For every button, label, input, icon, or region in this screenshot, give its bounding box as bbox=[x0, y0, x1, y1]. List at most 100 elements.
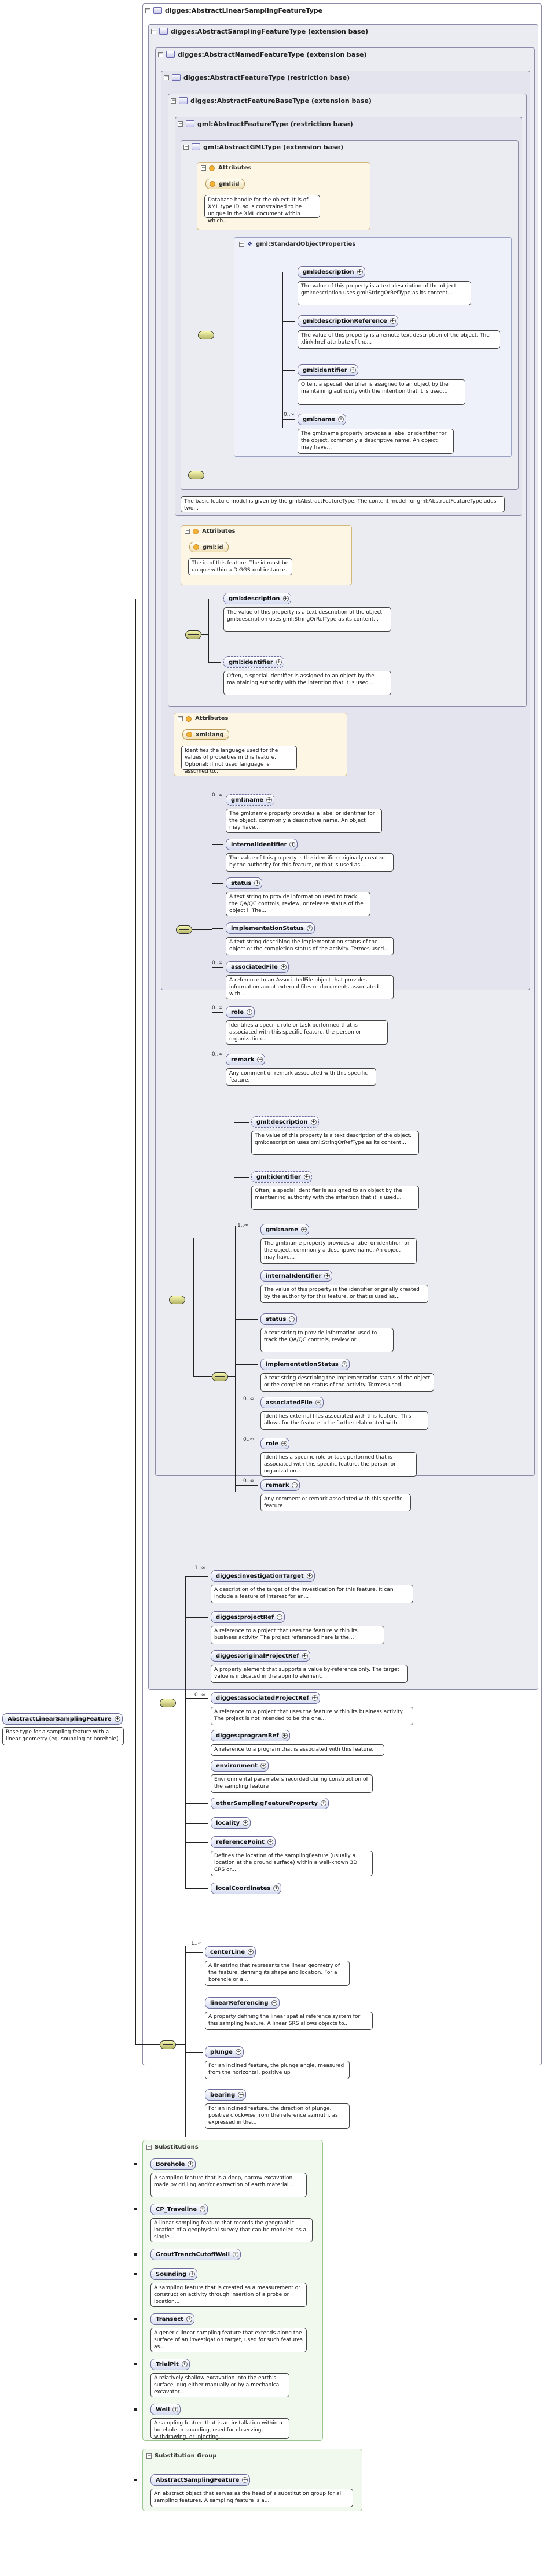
expand-icon[interactable]: + bbox=[321, 1800, 327, 1806]
expand-icon[interactable]: + bbox=[306, 925, 313, 931]
element-gml-identifier[interactable]: gml:identifier+ bbox=[298, 364, 358, 376]
expand-icon[interactable]: + bbox=[238, 2092, 244, 2098]
element-gml-description[interactable]: gml:description+ bbox=[298, 266, 365, 278]
element-gml-descriptionReference[interactable]: gml:descriptionReference+ bbox=[298, 315, 398, 327]
attributes-header[interactable]: −Attributes bbox=[185, 528, 236, 534]
subst-well[interactable]: Well+ bbox=[150, 2404, 181, 2415]
element-bearing[interactable]: bearing+ bbox=[205, 2089, 247, 2101]
expand-icon[interactable]: + bbox=[189, 2271, 196, 2277]
subst-trialpit[interactable]: TrialPit+ bbox=[150, 2359, 190, 2370]
sequence-icon[interactable] bbox=[176, 925, 192, 934]
element-implementationStatus[interactable]: implementationStatus+ bbox=[260, 1359, 350, 1370]
element-referencePoint[interactable]: referencePoint+ bbox=[211, 1836, 276, 1848]
type-named-header[interactable]: −digges:AbstractNamedFeatureType (extens… bbox=[158, 50, 367, 58]
element-plunge[interactable]: plunge+ bbox=[205, 2046, 244, 2058]
collapse-toggle-icon[interactable]: − bbox=[158, 51, 163, 57]
element-gml-name[interactable]: gml:name+ bbox=[226, 794, 275, 806]
collapse-toggle-icon[interactable]: − bbox=[183, 143, 189, 150]
element-internalIdentifier[interactable]: internalIdentifier+ bbox=[260, 1270, 333, 1282]
expand-icon[interactable]: + bbox=[289, 1316, 295, 1322]
expand-icon[interactable]: + bbox=[172, 2407, 179, 2412]
expand-icon[interactable]: + bbox=[280, 964, 287, 970]
collapse-toggle-icon[interactable]: − bbox=[146, 2453, 152, 2459]
expand-icon[interactable]: + bbox=[114, 1716, 120, 1722]
subst-group-abstract-sampling-feature[interactable]: AbstractSamplingFeature+ bbox=[150, 2474, 251, 2486]
expand-icon[interactable]: + bbox=[357, 269, 363, 275]
element-projectRef[interactable]: digges:projectRef+ bbox=[211, 1611, 285, 1623]
type-gmlgml-header[interactable]: −gml:AbstractGMLType (extension base) bbox=[183, 143, 344, 151]
collapse-toggle-icon[interactable]: − bbox=[145, 7, 150, 13]
attribute-gml-id[interactable]: gml:id bbox=[189, 542, 229, 552]
collapse-toggle-icon[interactable]: − bbox=[178, 120, 183, 127]
collapse-toggle-icon[interactable]: − bbox=[201, 165, 206, 171]
sequence-icon[interactable] bbox=[169, 1296, 185, 1304]
element-gml-name[interactable]: gml:name+ bbox=[260, 1224, 310, 1235]
expand-icon[interactable]: + bbox=[247, 1009, 253, 1015]
expand-icon[interactable]: + bbox=[324, 1273, 331, 1279]
element-remark[interactable]: remark+ bbox=[260, 1479, 300, 1491]
element-otherSamplingFeatureProperty[interactable]: otherSamplingFeatureProperty+ bbox=[211, 1798, 329, 1809]
expand-icon[interactable]: + bbox=[260, 1763, 266, 1769]
expand-icon[interactable]: + bbox=[301, 1227, 307, 1232]
substitution-group-header[interactable]: −Substitution Group bbox=[146, 2453, 217, 2459]
element-internalIdentifier[interactable]: internalIdentifier+ bbox=[226, 839, 298, 850]
sequence-icon[interactable] bbox=[188, 471, 204, 479]
expand-icon[interactable]: + bbox=[303, 1174, 310, 1180]
expand-icon[interactable]: + bbox=[390, 318, 396, 324]
expand-icon[interactable]: + bbox=[292, 1482, 298, 1488]
element-remark[interactable]: remark+ bbox=[226, 1054, 266, 1065]
element-status[interactable]: status+ bbox=[260, 1313, 298, 1325]
collapse-toggle-icon[interactable]: − bbox=[171, 97, 176, 104]
expand-icon[interactable]: + bbox=[233, 2252, 238, 2257]
element-linearReferencing[interactable]: linearReferencing+ bbox=[205, 1997, 280, 2009]
sequence-icon[interactable] bbox=[160, 1699, 176, 1707]
attributes-header[interactable]: −Attributes bbox=[178, 715, 229, 722]
collapse-toggle-icon[interactable]: − bbox=[185, 528, 190, 534]
group-header[interactable]: −❖gml:StandardObjectProperties bbox=[239, 241, 356, 248]
type-feature-header[interactable]: −digges:AbstractFeatureType (restriction… bbox=[164, 73, 350, 82]
subst-cp-traveline[interactable]: CP_Traveline+ bbox=[150, 2204, 208, 2215]
element-centerLine[interactable]: centerLine+ bbox=[205, 1946, 256, 1958]
element-gml-description[interactable]: gml:description+ bbox=[223, 593, 291, 604]
element-role[interactable]: role+ bbox=[260, 1438, 290, 1449]
element-implementationStatus[interactable]: implementationStatus+ bbox=[226, 922, 315, 934]
expand-icon[interactable]: + bbox=[350, 367, 356, 373]
subst-transect[interactable]: Transect+ bbox=[150, 2313, 194, 2325]
sequence-icon[interactable] bbox=[185, 630, 201, 639]
expand-icon[interactable]: + bbox=[186, 2316, 192, 2322]
expand-icon[interactable]: + bbox=[302, 1653, 308, 1659]
expand-icon[interactable]: + bbox=[338, 416, 344, 422]
element-associatedProjectRef[interactable]: digges:associatedProjectRef+ bbox=[211, 1692, 320, 1704]
collapse-toggle-icon[interactable]: − bbox=[151, 28, 156, 34]
expand-icon[interactable]: + bbox=[257, 1057, 263, 1062]
expand-icon[interactable]: + bbox=[254, 880, 260, 886]
expand-icon[interactable]: + bbox=[311, 1695, 318, 1701]
element-locality[interactable]: locality+ bbox=[211, 1817, 251, 1829]
subst-borehole[interactable]: Borehole+ bbox=[150, 2158, 196, 2170]
expand-icon[interactable]: + bbox=[281, 1733, 288, 1739]
subst-sounding[interactable]: Sounding+ bbox=[150, 2268, 198, 2280]
expand-icon[interactable]: + bbox=[306, 1573, 313, 1579]
substitutions-header[interactable]: −Substitutions bbox=[146, 2144, 199, 2150]
attribute-gml-id[interactable]: gml:id bbox=[205, 179, 245, 189]
expand-icon[interactable]: + bbox=[266, 797, 273, 803]
attribute-xml-lang[interactable]: xml:lang bbox=[182, 729, 229, 740]
type-root-header[interactable]: −digges:AbstractLinearSamplingFeatureTyp… bbox=[145, 6, 323, 14]
root-element-abstract-linear-sampling-feature[interactable]: AbstractLinearSamplingFeature+ bbox=[2, 1713, 123, 1725]
expand-icon[interactable]: + bbox=[310, 1119, 317, 1125]
expand-icon[interactable]: + bbox=[267, 1839, 273, 1845]
expand-icon[interactable]: + bbox=[276, 659, 282, 665]
expand-icon[interactable]: + bbox=[315, 1400, 321, 1405]
sequence-icon[interactable] bbox=[212, 1372, 228, 1381]
collapse-toggle-icon[interactable]: − bbox=[239, 241, 244, 247]
expand-icon[interactable]: + bbox=[289, 842, 296, 847]
attributes-header[interactable]: −Attributes bbox=[201, 165, 252, 171]
type-sampling-header[interactable]: −digges:AbstractSamplingFeatureType (ext… bbox=[151, 27, 369, 35]
element-role[interactable]: role+ bbox=[226, 1006, 255, 1018]
element-status[interactable]: status+ bbox=[226, 877, 263, 889]
element-investigationTarget[interactable]: digges:investigationTarget+ bbox=[211, 1570, 315, 1582]
expand-icon[interactable]: + bbox=[243, 1820, 249, 1826]
expand-icon[interactable]: + bbox=[242, 2477, 248, 2483]
type-gmlfeature-header[interactable]: −gml:AbstractFeatureType (restriction ba… bbox=[178, 120, 353, 128]
element-localCoordinates[interactable]: localCoordinates+ bbox=[211, 1883, 282, 1894]
